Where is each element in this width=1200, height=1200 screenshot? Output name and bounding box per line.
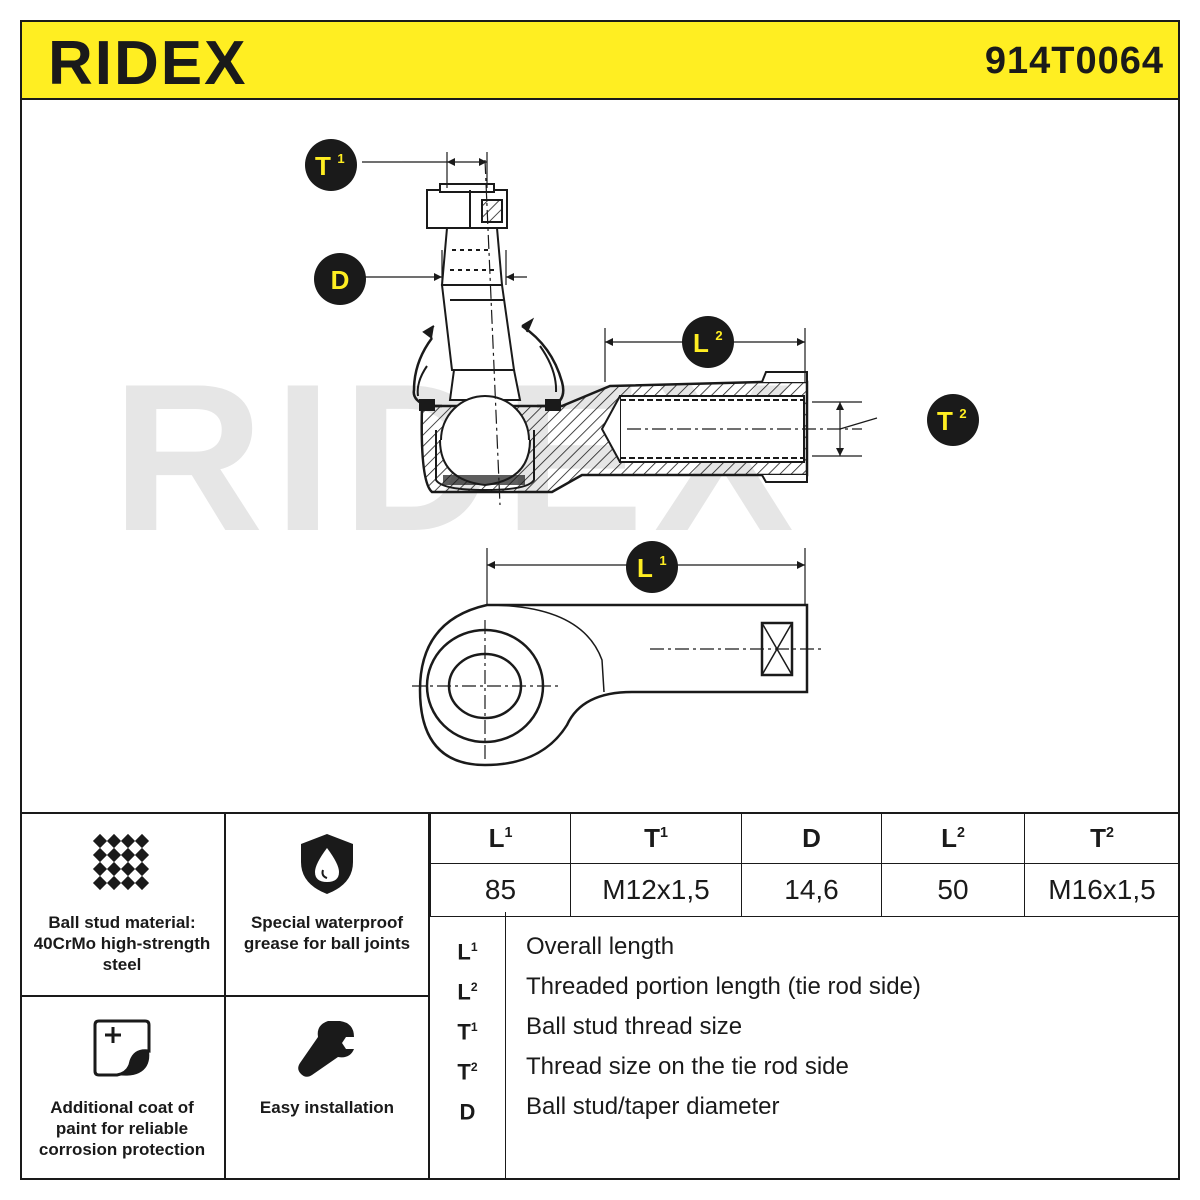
spec-header-row: L1 T1 D L2 T2 <box>430 812 1180 864</box>
tie-rod-end-housing <box>420 371 809 494</box>
waterproof-drop-icon <box>301 834 353 894</box>
spec-value-d: 14,6 <box>741 863 882 917</box>
spec-header-l1: L1 <box>430 812 571 864</box>
feature-waterproof-grease: Special waterproof grease for ball joint… <box>226 812 430 997</box>
legend-key: T2 <box>457 1059 478 1085</box>
part-number: 914T0064 <box>984 40 1164 82</box>
callout-l2: L 2 <box>682 316 734 368</box>
svg-text:1: 1 <box>659 553 666 568</box>
svg-text:D: D <box>331 265 350 295</box>
legend-text: Overall length <box>526 933 675 960</box>
info-table: Ball stud material: 40CrMo high-strength… <box>20 812 1180 1180</box>
ridex-logo: RIDEX <box>48 29 247 96</box>
legend-row: T2 Thread size on the tie rod side <box>430 1047 1180 1087</box>
callout-t2: T 2 <box>927 394 979 446</box>
header-bar: RIDEX 914T0064 <box>20 20 1180 100</box>
spec-value-l1: 85 <box>430 863 571 917</box>
feature-easy-installation: Easy installation <box>226 997 430 1180</box>
technical-drawing: RIDEX <box>112 139 979 767</box>
legend-key-column <box>430 912 506 1180</box>
svg-text:T: T <box>315 151 331 181</box>
paint-coat-icon <box>93 1019 151 1077</box>
legend-row: T1 Ball stud thread size <box>430 1007 1180 1047</box>
feature-label: Special waterproof grease for ball joint… <box>243 913 411 953</box>
legend-row: D Ball stud/taper diameter <box>430 1087 1180 1127</box>
legend-text: Threaded portion length (tie rod side) <box>526 973 921 1000</box>
svg-text:RIDEX: RIDEX <box>48 29 247 96</box>
svg-text:L: L <box>637 553 653 583</box>
feature-paint-coat: Additional coat of paint for reliable co… <box>20 997 226 1180</box>
feature-label: Additional coat of paint for reliable co… <box>38 1098 206 1159</box>
callout-t1: T 1 <box>305 139 357 191</box>
wrench-icon <box>298 1021 354 1077</box>
spec-value-t2: M16x1,5 <box>1024 863 1180 917</box>
callout-d: D <box>314 253 366 305</box>
spec-table: L1 T1 D L2 T2 85 M12x1,5 14,6 50 M16x1,5 <box>430 812 1180 917</box>
legend-text: Thread size on the tie rod side <box>526 1053 849 1080</box>
spec-header-t2: T2 <box>1024 812 1180 864</box>
svg-text:L: L <box>693 328 709 358</box>
legend-row: L2 Threaded portion length (tie rod side… <box>430 967 1180 1007</box>
callout-l1: L 1 <box>626 541 678 593</box>
spec-value-t1: M12x1,5 <box>570 863 742 917</box>
spec-header-t1: T1 <box>570 812 742 864</box>
legend-text: Ball stud thread size <box>526 1013 743 1040</box>
tie-rod-end-bottom-view <box>418 603 809 767</box>
spec-value-l2: 50 <box>881 863 1025 917</box>
legend-row: L1 Overall length <box>430 927 1180 967</box>
legend-key: L2 <box>457 979 478 1005</box>
legend-text: Ball stud/taper diameter <box>526 1093 780 1120</box>
svg-text:2: 2 <box>959 406 966 421</box>
feature-label: Easy installation <box>259 1098 395 1117</box>
legend-key: D <box>459 1099 476 1125</box>
legend-key: T1 <box>457 1019 478 1045</box>
spec-values-row: 85 M12x1,5 14,6 50 M16x1,5 <box>430 863 1180 917</box>
svg-text:2: 2 <box>715 328 722 343</box>
feature-label: Ball stud material: 40CrMo high-strength… <box>33 913 211 974</box>
svg-text:1: 1 <box>337 151 344 166</box>
feature-ball-stud-material: Ball stud material: 40CrMo high-strength… <box>20 812 226 997</box>
legend-key: L1 <box>457 939 478 965</box>
spec-header-l2: L2 <box>881 812 1025 864</box>
svg-text:T: T <box>937 406 953 436</box>
spec-header-d: D <box>741 812 882 864</box>
mesh-icon <box>92 833 150 891</box>
legend: L1 Overall length L2 Threaded portion le… <box>430 912 1180 1180</box>
